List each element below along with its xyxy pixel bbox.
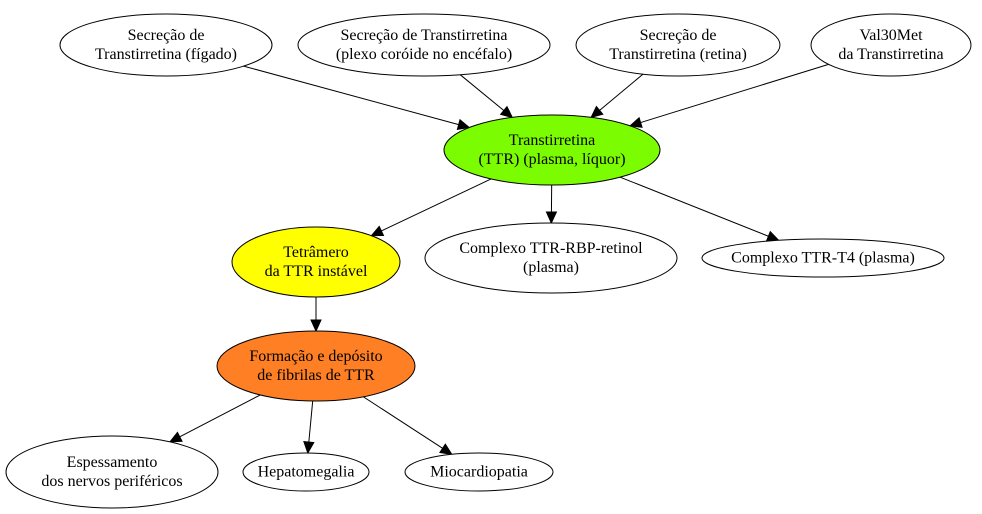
edge-sec_figado-to-ttr [243, 65, 471, 131]
edge-sec_plexo-to-ttr [459, 74, 514, 119]
node-fibrilas: Formação e depósito de fibrilas de TTR [216, 330, 416, 402]
edge-line [619, 176, 769, 237]
node-label: Hepatomegalia [258, 464, 355, 481]
node-label: da Transtirretina [838, 46, 943, 63]
edge-val30met-to-ttr [628, 63, 829, 128]
node-sec_figado: Secreção de Transtirretina (fígado) [59, 13, 273, 77]
edge-ttr-to-complexo_t4 [619, 176, 780, 242]
node-label: Transtirretina (fígado) [95, 46, 237, 63]
node-label: (plexo coróide no encéfalo) [336, 46, 512, 63]
node-complexo_t4: Complexo TTR-T4 (plasma) [701, 238, 945, 278]
node-label: (TTR) (plasma, líquor) [478, 151, 625, 168]
edge-ttr-to-complexo_rbp [545, 184, 558, 225]
node-shape [810, 13, 972, 77]
edge-line [599, 73, 644, 111]
node-sec_plexo: Secreção de Transtirretina (plexo coróide… [297, 13, 551, 77]
node-label: Transtirretina (retina) [609, 46, 747, 63]
arrowhead-icon [439, 443, 453, 455]
arrowhead-icon [310, 319, 322, 333]
node-shape [242, 452, 370, 492]
node-label: Espessamento [67, 454, 158, 471]
node-label: Secreção de Transtirretina [340, 27, 507, 44]
arrowhead-icon [168, 431, 183, 443]
node-shape [424, 222, 678, 294]
arrowhead-icon [590, 105, 604, 119]
edge-line [640, 63, 829, 124]
node-sec_retina: Secreção de Transtirretina (retina) [575, 13, 781, 77]
edge-fibrilas-to-espessamento [168, 394, 261, 443]
node-shape [5, 435, 219, 509]
node-miocardiopatia: Miocardiopatia [404, 452, 554, 492]
arrowhead-icon [765, 230, 780, 242]
arrowhead-icon [370, 225, 385, 237]
edge-fibrilas-to-miocardiopatia [363, 396, 453, 455]
node-label: Secreção de [128, 27, 205, 44]
node-label: Secreção de [640, 27, 717, 44]
node-label: dos nervos periféricos [41, 473, 182, 490]
node-label: Formação e depósito [249, 348, 382, 365]
node-label: Transtirretina [509, 132, 596, 149]
node-label: Miocardiopatia [430, 464, 528, 481]
node-ttr: Transtirretina (TTR) (plasma, líquor) [443, 114, 661, 186]
node-label: da TTR instável [265, 263, 368, 280]
node-hepatomegalia: Hepatomegalia [242, 452, 370, 492]
edge-line [363, 396, 443, 449]
node-label: Val30Met [859, 27, 923, 44]
node-shape [404, 452, 554, 492]
edge-line [179, 394, 261, 438]
edge-fibrilas-to-hepatomegalia [303, 400, 315, 455]
edge-tetramero-to-fibrilas [310, 297, 322, 333]
node-label: Complexo TTR-RBP-retinol [459, 240, 643, 257]
node-label: Complexo TTR-T4 (plasma) [731, 250, 915, 267]
edge-line [381, 178, 492, 232]
node-label: (plasma) [523, 259, 579, 276]
node-tetramero: Tetrâmero da TTR instável [231, 226, 401, 298]
edges-layer [168, 63, 829, 455]
node-shape [231, 226, 401, 298]
node-val30met: Val30Met da Transtirretina [810, 13, 972, 77]
node-shape [216, 330, 416, 402]
node-complexo_rbp: Complexo TTR-RBP-retinol (plasma) [424, 222, 678, 294]
arrowhead-icon [628, 116, 643, 128]
edge-line [459, 74, 505, 111]
edge-line [243, 65, 459, 126]
node-espessamento: Espessamento dos nervos periféricos [5, 435, 219, 509]
edge-line [308, 400, 314, 443]
node-shape [297, 13, 551, 77]
node-label: de fibrilas de TTR [257, 367, 375, 384]
edge-ttr-to-tetramero [370, 178, 492, 237]
node-shape [59, 13, 273, 77]
node-shape [443, 114, 661, 186]
edge-sec_retina-to-ttr [590, 73, 644, 119]
node-shape [575, 13, 781, 77]
arrowhead-icon [456, 118, 471, 131]
arrowhead-icon [545, 211, 558, 225]
arrowhead-icon [303, 441, 315, 455]
node-shape [701, 238, 945, 278]
node-label: Tetrâmero [283, 244, 349, 261]
arrowhead-icon [499, 105, 514, 119]
